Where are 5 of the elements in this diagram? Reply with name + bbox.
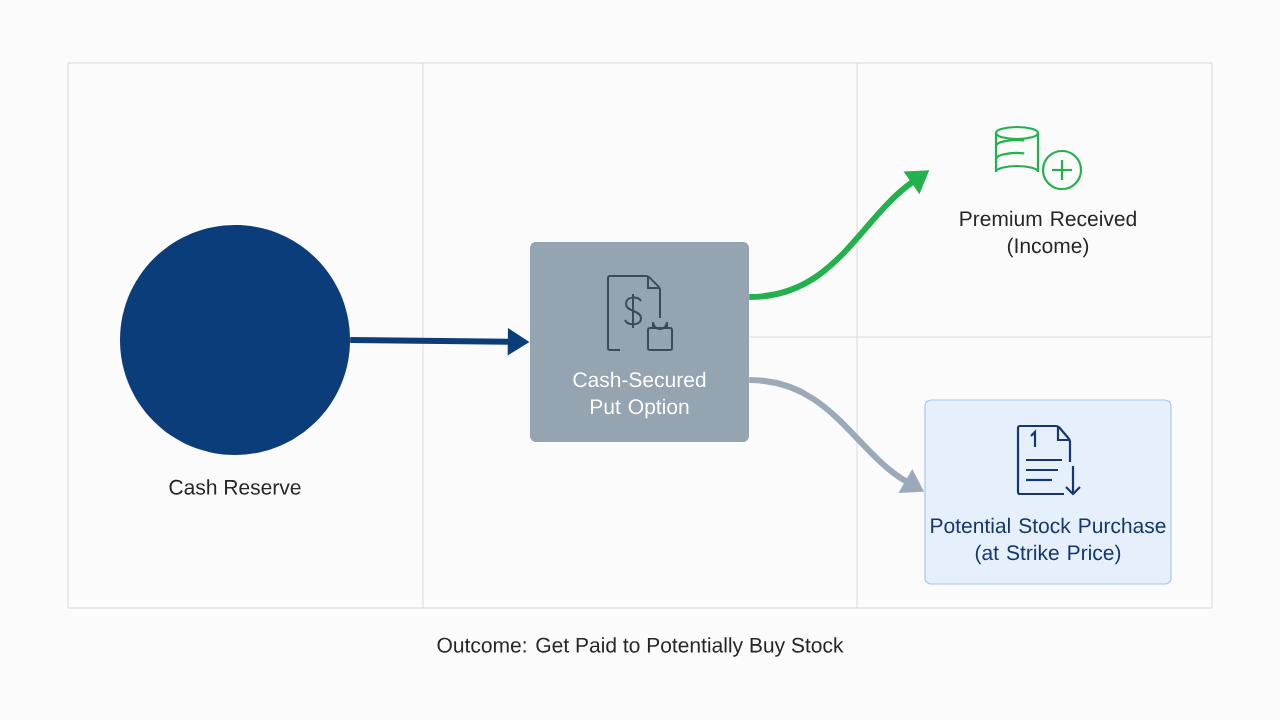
caption: Outcome: Get Paid to Potentially Buy Stock <box>437 637 844 657</box>
node-label: Premium Received (Income) <box>960 210 1136 258</box>
node-label: Cash Reserve <box>169 479 301 495</box>
process-box: Cash-Secured Put Option <box>530 242 749 442</box>
outcome-box: Potential Stock Purchase (at Strike Price) <box>924 399 1172 585</box>
